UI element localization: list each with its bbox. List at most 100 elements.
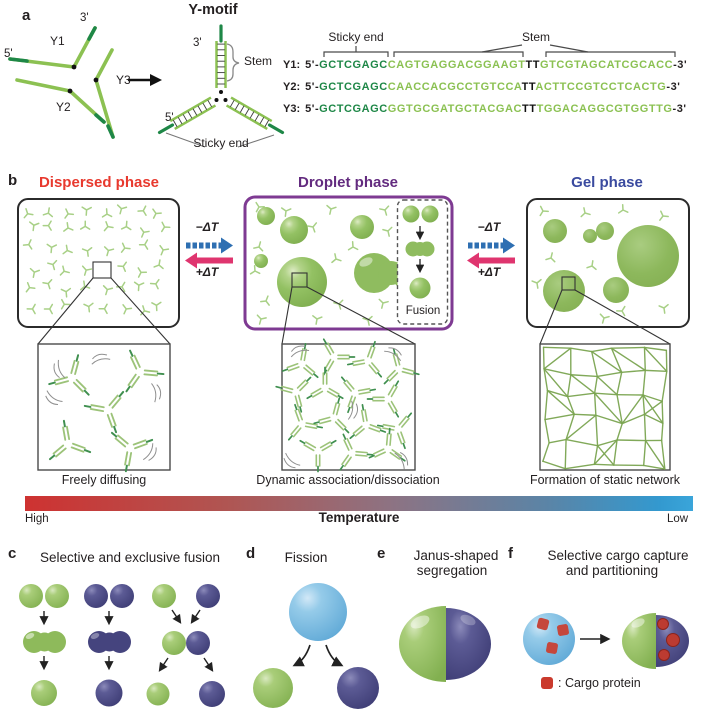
panel-a-label: a: [22, 7, 31, 24]
panel-f-graphics: [523, 613, 689, 689]
network-strand: [595, 414, 623, 425]
motif-five-prime-label: 5': [165, 112, 174, 124]
y-motif-detailed: [339, 433, 374, 471]
y-motif-glyph: [586, 260, 597, 271]
network-strand: [621, 413, 646, 425]
y1-three-prime-label: 3': [80, 12, 89, 24]
panel-a-free-strands: [8, 26, 115, 139]
y-motif-glyph: [102, 285, 114, 296]
seq-name: Y3:: [283, 103, 301, 115]
y3-strand-label: Y3: [116, 73, 131, 87]
network-strand: [643, 413, 664, 424]
network-strand: [616, 422, 623, 441]
network-strand: [642, 464, 666, 470]
cargo-protein-legend-icon: [541, 677, 553, 689]
motion-arc-icon: [384, 347, 402, 362]
y-motif-detailed: [366, 380, 400, 418]
y-motif-glyph: [382, 226, 393, 237]
network-strand: [610, 347, 623, 373]
panel-c-graphics: [19, 584, 225, 707]
y-motif-glyph: [79, 220, 91, 230]
panel-d-label: d: [246, 545, 256, 562]
network-strand: [566, 374, 572, 398]
zoom-connectors: [37, 261, 671, 345]
temperature-low-label: Low: [667, 513, 689, 525]
y-motif-glyph: [659, 210, 669, 221]
y-motif-detailed: [313, 397, 350, 434]
motion-arc-icon: [91, 353, 111, 365]
motion-arc-icon: [53, 359, 66, 379]
sequence-row: Y3:5'-GCTCGAGCGGTGCGATGCTACGACTTTGGACAGG…: [283, 103, 687, 115]
y-motif-glyph: [255, 201, 265, 213]
network-strand: [643, 413, 647, 442]
y-motif-detailed: [281, 342, 319, 379]
y-motif-glyph: [249, 265, 261, 275]
network-strand: [544, 389, 549, 421]
temperature-gradient-bar: [25, 496, 693, 511]
network-strand: [542, 346, 545, 370]
y-motif-detailed: [376, 412, 413, 450]
network-strand: [593, 392, 623, 425]
seq-linker: TT: [522, 103, 537, 115]
y-motif-glyph: [122, 304, 133, 315]
y-motif-glyph: [347, 241, 359, 251]
y-motif-annotation-lines: [165, 43, 275, 148]
y-motif-glyph: [312, 315, 323, 325]
seq-suffix: -3': [672, 103, 687, 115]
y-motif-glyph: [379, 205, 390, 216]
panel-e-graphics: [399, 606, 491, 682]
y-motif-glyph: [42, 279, 53, 290]
seq-sticky: GCTCGAGC: [319, 59, 388, 71]
seq-prefix: 5'-: [305, 59, 320, 71]
y-motif-glyph: [60, 298, 71, 310]
network-strand: [543, 368, 549, 392]
y-motif-glyph: [116, 204, 128, 215]
dispersed-molecules: [22, 204, 171, 316]
network-strand: [546, 389, 569, 398]
y-motif-detailed: [48, 354, 90, 396]
network-strand: [616, 393, 623, 425]
network-strand: [593, 392, 597, 416]
y-motif-glyph: [83, 302, 94, 313]
y-motif-glyph: [23, 207, 34, 219]
y-motif-glyph: [120, 242, 131, 253]
stem-label: Stem: [244, 54, 273, 68]
y-motif-glyph: [253, 241, 264, 252]
droplet-zoom-caption: Dynamic association/dissociation: [256, 473, 440, 487]
y-motif-detailed: [125, 349, 165, 393]
gel-free-molecules: [531, 204, 669, 324]
network-strand: [596, 375, 618, 396]
panel-c-title: Selective and exclusive fusion: [39, 550, 221, 565]
y-motif-glyph: [139, 227, 150, 238]
network-strand: [566, 395, 575, 415]
gel-phase-title: Gel phase: [571, 174, 643, 191]
network-strand: [565, 438, 599, 447]
motion-arc-icon: [347, 400, 359, 420]
y-motif-glyph: [47, 259, 58, 271]
network-strand: [564, 463, 596, 470]
seq-sticky-end-annotation: Sticky end: [328, 30, 384, 44]
network-strand: [542, 346, 572, 349]
panel-f-label: f: [508, 545, 513, 562]
y-motif-glyph: [260, 295, 270, 306]
seq-linker: TT: [525, 59, 541, 71]
network-strand: [565, 413, 575, 441]
y-motif-glyph: [46, 243, 58, 254]
dynamic-association-motifs: [275, 338, 420, 473]
network-strand: [544, 418, 550, 444]
y-motif-detailed: [299, 439, 337, 473]
y-motif-glyph: [60, 287, 72, 298]
temperature-high-label: High: [25, 513, 49, 525]
panel-d-title: Fission: [284, 550, 328, 565]
y-motif-glyph: [307, 222, 318, 233]
seq-prefix: 5'-: [305, 103, 320, 115]
y-motif-glyph: [599, 313, 610, 324]
y-motif-glyph: [42, 220, 52, 231]
y-motif-title: Y-motif: [188, 2, 238, 18]
temperature-bar-title: Temperature: [318, 510, 400, 525]
y1-strand-label: Y1: [50, 34, 65, 48]
network-strand: [564, 438, 567, 470]
network-strand: [616, 371, 623, 396]
dispersed-phase-box: [17, 198, 180, 328]
network-strand: [596, 371, 623, 378]
